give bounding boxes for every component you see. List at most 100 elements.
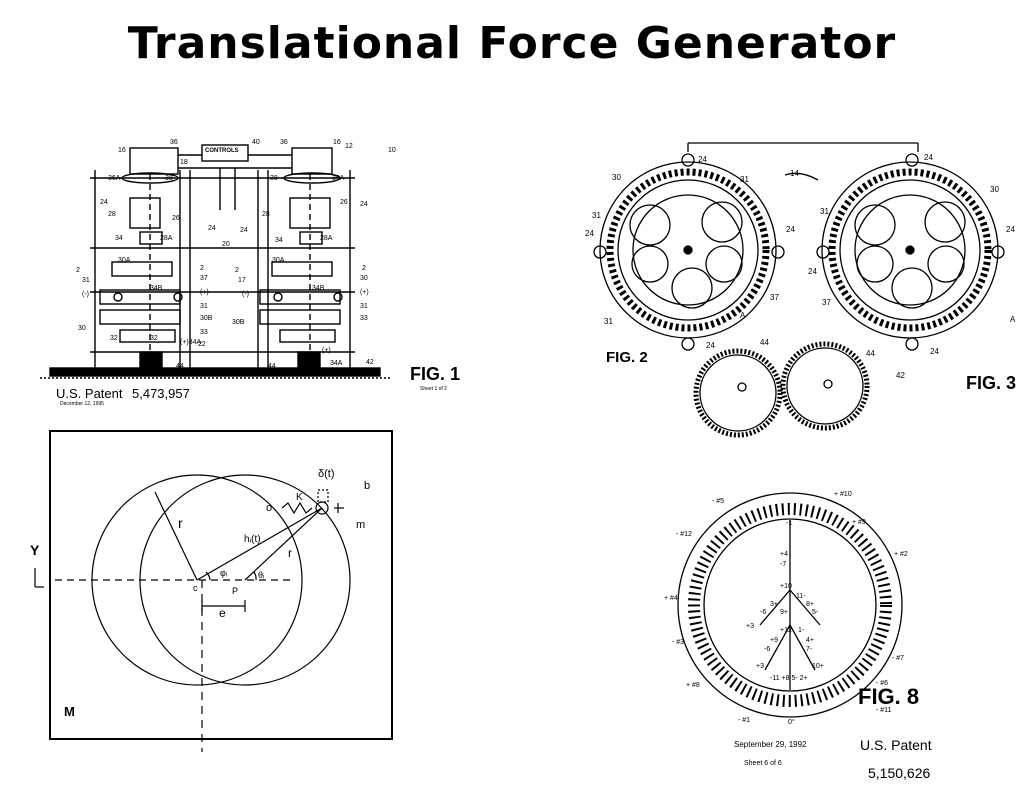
svg-text:(+): (+)	[200, 289, 209, 296]
svg-text:2: 2	[362, 265, 366, 272]
svg-text:42: 42	[366, 359, 374, 366]
svg-text:44: 44	[866, 349, 875, 358]
svg-text:24: 24	[698, 155, 707, 164]
svg-text:37: 37	[770, 293, 779, 302]
svg-text:34B: 34B	[150, 285, 163, 292]
svg-text:- #11: - #11	[876, 707, 892, 714]
r-label: r	[178, 515, 183, 531]
svg-text:14: 14	[790, 169, 799, 178]
svg-text:10+: 10+	[812, 663, 824, 670]
svg-text:24: 24	[208, 225, 216, 232]
svg-text:12: 12	[345, 143, 353, 150]
svg-text:34A: 34A	[330, 360, 343, 367]
svg-text:(+): (+)	[322, 347, 331, 354]
svg-text:30: 30	[360, 275, 368, 282]
fig8-label: FIG. 8	[858, 684, 920, 709]
svg-text:26: 26	[340, 199, 348, 206]
svg-text:44: 44	[268, 363, 276, 370]
svg-text:24: 24	[585, 229, 594, 238]
svg-text:(-): (-)	[242, 291, 249, 298]
svg-text:20: 20	[222, 241, 230, 248]
page-title: Translational Force Generator	[127, 18, 897, 69]
svg-text:32: 32	[150, 335, 158, 342]
delta-label: δ(t)	[318, 468, 335, 480]
svg-text:2: 2	[200, 265, 204, 272]
svg-text:- #12: - #12	[676, 531, 692, 538]
svg-text:10: 10	[388, 147, 396, 154]
svg-text:34: 34	[115, 235, 123, 242]
svg-text:31: 31	[604, 317, 613, 326]
svg-text:30B: 30B	[232, 319, 245, 326]
svg-text:24: 24	[808, 267, 817, 276]
o-label: o	[266, 502, 273, 514]
svg-text:+9: +9	[770, 637, 778, 644]
svg-text:38: 38	[165, 175, 173, 182]
svg-text:5-: 5-	[812, 609, 819, 616]
svg-text:-7: -7	[780, 561, 786, 568]
svg-text:24: 24	[1006, 225, 1015, 234]
y-axis-label: Y	[30, 542, 40, 558]
svg-text:37: 37	[200, 275, 208, 282]
svg-text:16: 16	[118, 147, 126, 154]
svg-text:+ #9: + #9	[852, 519, 866, 526]
geometry-frame	[49, 430, 393, 740]
e-label: e	[219, 606, 226, 620]
fig8-sheet: Sheet 6 of 6	[744, 760, 782, 767]
svg-text:24: 24	[360, 201, 368, 208]
svg-text:24: 24	[240, 227, 248, 234]
svg-text:7-: 7-	[806, 646, 813, 653]
b-label: b	[364, 480, 371, 492]
svg-text:16: 16	[333, 139, 341, 146]
svg-text:38: 38	[270, 175, 278, 182]
fig1-patent-date: December 12, 1995	[60, 401, 104, 407]
svg-text:(-): (-)	[82, 291, 89, 298]
h-label: hᵢ(t)	[244, 534, 261, 545]
svg-text:1-: 1-	[798, 627, 805, 634]
svg-text:28: 28	[262, 211, 270, 218]
svg-text:30B: 30B	[200, 315, 213, 322]
svg-text:-11 +8 5- 2+: -11 +8 5- 2+	[770, 675, 808, 682]
svg-text:24: 24	[100, 199, 108, 206]
svg-text:+12: +12	[780, 627, 792, 634]
svg-text:+ #10: + #10	[834, 491, 852, 498]
svg-text:33: 33	[360, 315, 368, 322]
phi-label: φᵢ	[220, 568, 228, 578]
svg-text:18: 18	[180, 159, 188, 166]
k-label: K	[296, 492, 303, 503]
fig1-patent-label: U.S. Patent	[56, 386, 123, 401]
svg-text:-1: -1	[786, 520, 792, 527]
svg-text:0°: 0°	[788, 718, 795, 726]
fig8-patent-date: September 29, 1992	[734, 740, 807, 749]
svg-text:32: 32	[110, 335, 118, 342]
fig1-patent-number: 5,473,957	[132, 386, 190, 401]
svg-text:34: 34	[275, 237, 283, 244]
svg-text:A: A	[740, 311, 746, 320]
svg-text:44: 44	[760, 338, 769, 347]
svg-text:+ #2: + #2	[894, 551, 908, 558]
svg-text:28A: 28A	[160, 235, 173, 242]
svg-text:24: 24	[786, 225, 795, 234]
svg-text:- #7: - #7	[892, 655, 904, 662]
svg-text:17: 17	[238, 277, 246, 284]
svg-text:(+): (+)	[360, 289, 369, 296]
svg-text:+3: +3	[756, 663, 764, 670]
svg-text:37: 37	[822, 298, 831, 307]
r2-label: r	[288, 546, 292, 560]
svg-text:+ #4: + #4	[664, 595, 678, 602]
fig8-patent-label: U.S. Patent	[860, 737, 932, 753]
svg-text:24: 24	[930, 347, 939, 356]
svg-text:30A: 30A	[118, 257, 131, 264]
svg-text:24: 24	[706, 341, 715, 350]
svg-text:30: 30	[990, 185, 999, 194]
svg-text:28A: 28A	[320, 235, 333, 242]
controls-label: CONTROLS	[205, 148, 239, 154]
svg-text:28: 28	[108, 211, 116, 218]
svg-text:36: 36	[170, 139, 178, 146]
p-label: P	[232, 586, 239, 596]
svg-text:A: A	[1010, 315, 1016, 324]
svg-text:31: 31	[200, 303, 208, 310]
